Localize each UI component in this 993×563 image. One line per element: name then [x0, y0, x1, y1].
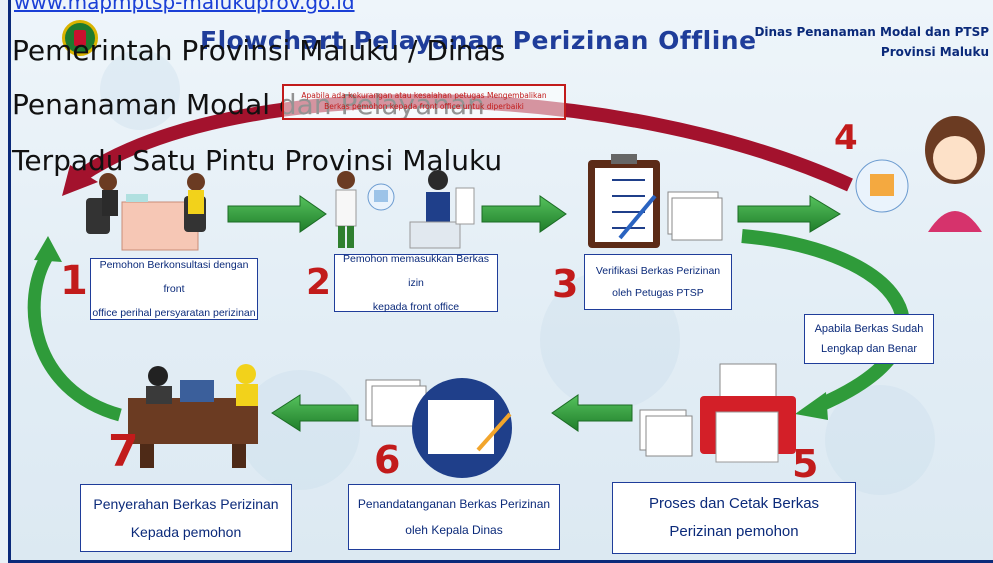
step-4-number: 4	[834, 118, 858, 158]
step-6-line1: Penandatanganan Berkas Perizinan	[357, 497, 551, 511]
overlay-caption-line3: Terpadu Satu Pintu Provinsi Maluku	[12, 144, 503, 177]
step-7-number: 7	[108, 426, 139, 477]
step-2-number: 2	[306, 262, 332, 303]
diagram-title: Flowchart Pelayanan Perizinan Offline	[200, 26, 757, 55]
handover-illustration	[128, 364, 258, 468]
arrow-3-to-4	[737, 195, 841, 233]
step-1-line2: office perihal persyaratan perizinan	[92, 307, 256, 319]
arrow-6-to-7	[271, 394, 359, 432]
arrow-7-to-1	[27, 251, 122, 422]
step-7-line1: Penyerahan Berkas Perizinan	[93, 496, 279, 512]
arrow-7-to-1-head	[34, 236, 62, 262]
arrow-3-to-5	[741, 229, 910, 412]
arrow-2-to-3	[481, 195, 567, 233]
step-3-line1: Verifikasi Berkas Perizinan	[595, 265, 721, 277]
step-7-box: Penyerahan Berkas Perizinan Kepada pemoh…	[80, 484, 292, 552]
verification-illustration	[588, 154, 723, 248]
step-1-number: 1	[60, 258, 88, 304]
step-5-line2: Perizinan pemohon	[669, 523, 799, 540]
signing-illustration	[365, 378, 512, 478]
step-2-box: Pemohon memasukkan Berkas izin kepada fr…	[334, 253, 498, 313]
step-5-box: Proses dan Cetak Berkas Perizinan pemoho…	[612, 482, 856, 554]
printer-illustration	[639, 363, 796, 463]
website-link[interactable]: www.mapmptsp-malukuprov.go.id	[14, 0, 355, 14]
condition-note-box: Apabila Berkas Sudah Lengkap dan Benar	[804, 314, 934, 364]
step-1-line1: Pemohon Berkonsultasi dengan front	[99, 259, 249, 295]
step-6-number: 6	[374, 438, 401, 482]
step-3-line2: oleh Petugas PTSP	[612, 287, 704, 299]
arrow-5-to-6	[551, 394, 633, 432]
submission-illustration	[335, 170, 475, 249]
step-3-number: 3	[552, 262, 579, 306]
step-6-line2: oleh Kepala Dinas	[405, 523, 503, 537]
province-logo	[62, 20, 98, 56]
step-2-line2: kepada front office	[372, 301, 460, 313]
step-1-box: Pemohon Berkonsultasi dengan front offic…	[90, 258, 258, 320]
step-7-line2: Kepada pemohon	[130, 524, 242, 540]
step-3-box: Verifikasi Berkas Perizinan oleh Petugas…	[584, 254, 732, 310]
condition-note-line1: Apabila Berkas Sudah	[814, 323, 924, 335]
step-6-box: Penandatanganan Berkas Perizinan oleh Ke…	[348, 484, 560, 550]
organization-line2: Provinsi Maluku	[880, 45, 989, 59]
overlay-caption-line1: Pemerintah Provinsi Maluku / Dinas	[12, 34, 506, 67]
return-note-box: Apabila ada kekurangan atau kesalahan pe…	[282, 84, 566, 120]
return-arrow-head	[62, 165, 98, 196]
organization-label: Dinas Penanaman Modal dan PTSP Provinsi …	[754, 22, 989, 62]
step-5-number: 5	[792, 442, 819, 486]
step-5-line1: Proses dan Cetak Berkas	[648, 495, 820, 512]
arrow-3-to-5-head	[795, 392, 828, 420]
consultation-illustration	[86, 173, 206, 251]
officer-illustration	[855, 116, 985, 232]
return-note-text: Apabila ada kekurangan atau kesalahan pe…	[301, 91, 547, 111]
organization-line1: Dinas Penanaman Modal dan PTSP	[754, 25, 989, 39]
arrow-1-to-2	[227, 195, 327, 233]
step-2-line1: Pemohon memasukkan Berkas izin	[343, 253, 489, 289]
condition-note-line2: Lengkap dan Benar	[820, 343, 918, 355]
